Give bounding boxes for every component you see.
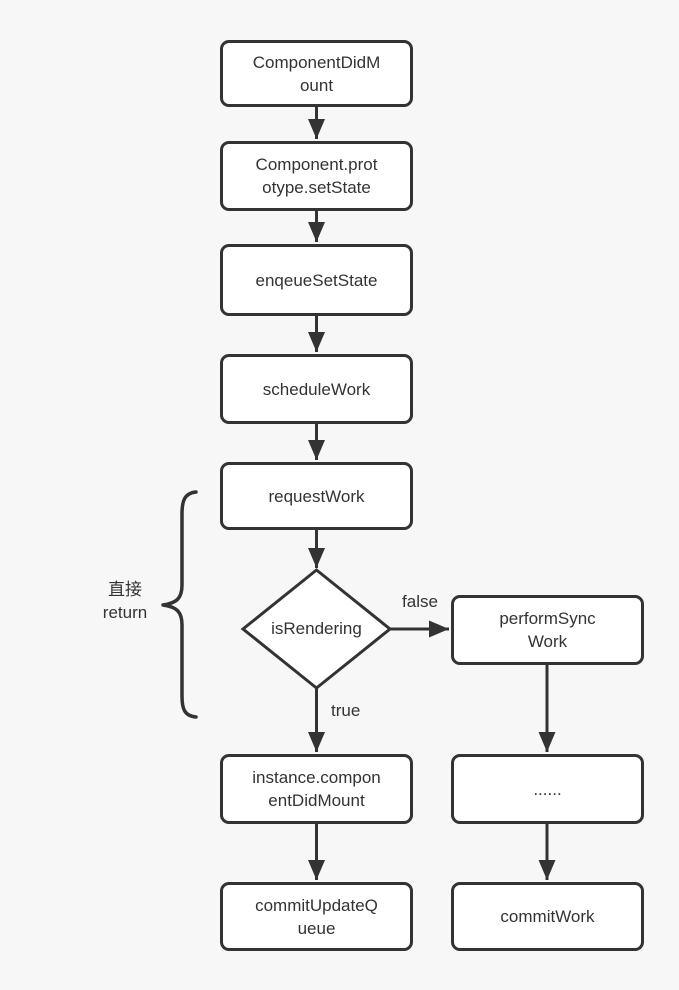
side-note-direct-return: 直接 return — [102, 580, 148, 622]
node-requestwork-label: requestWork — [268, 486, 365, 506]
node-instance-componentdidmount-label: instance.compon entDidMount — [252, 768, 381, 810]
node-commitwork: commitWork — [451, 882, 644, 951]
curly-brace — [161, 490, 198, 719]
decision-isrendering-label: isRendering — [271, 619, 362, 638]
node-commitupdatequeue: commitUpdateQ ueue — [220, 882, 413, 951]
node-ellipsis-label: ...... — [533, 779, 562, 799]
node-setstate-label: Component.prot otype.setState — [255, 155, 378, 197]
node-performsyncwork: performSync Work — [451, 595, 644, 665]
decision-diamond-isrendering — [240, 568, 393, 690]
edge-label-true: true — [331, 701, 361, 720]
edge-label-false: false — [402, 592, 438, 611]
node-instance-componentdidmount: instance.compon entDidMount — [220, 754, 413, 824]
node-componentdidmount-label: ComponentDidM ount — [252, 52, 381, 95]
node-schedulework: scheduleWork — [220, 354, 413, 424]
node-enqeuesetstate: enqeueSetState — [220, 244, 413, 316]
node-performsyncwork-label: performSync Work — [499, 609, 596, 651]
node-schedulework-label: scheduleWork — [262, 379, 371, 399]
node-setstate: Component.prot otype.setState — [220, 141, 413, 211]
node-requestwork: requestWork — [220, 462, 413, 530]
node-enqeuesetstate-label: enqeueSetState — [255, 270, 378, 290]
node-ellipsis: ...... — [451, 754, 644, 824]
node-commitupdatequeue-label: commitUpdateQ ueue — [255, 895, 378, 938]
node-commitwork-label: commitWork — [500, 907, 595, 926]
node-componentdidmount: ComponentDidM ount — [220, 40, 413, 107]
